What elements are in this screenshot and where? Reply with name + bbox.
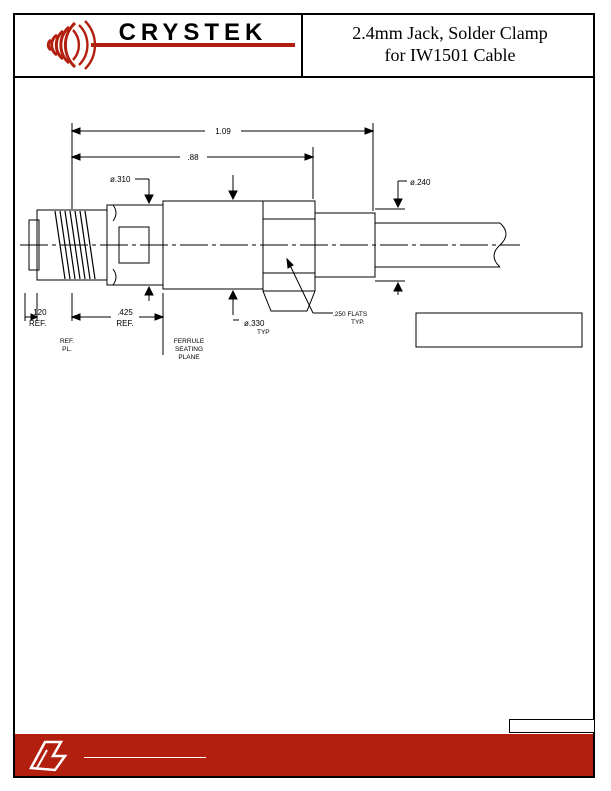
page-title: 2.4mm Jack, Solder Clamp for IW1501 Cabl…	[310, 22, 590, 66]
ref-pl-2: PL.	[62, 346, 72, 353]
ferrule-3: PLANE	[178, 354, 200, 361]
brand-name: CRYSTEK	[119, 19, 268, 46]
footer-rule	[84, 757, 206, 758]
groove-notches	[112, 204, 117, 286]
crystek-logo: CRYSTEK	[46, 19, 295, 70]
dim-120-note: REF.	[29, 319, 46, 328]
dim-425-note: REF.	[116, 319, 133, 328]
dim-body: .88	[187, 153, 199, 162]
ferrule-1: FERRULE	[174, 338, 205, 345]
footer-bar	[15, 734, 593, 776]
coupling-face	[28, 219, 40, 271]
thread-lines	[54, 210, 96, 280]
ref-pl-1: REF.	[60, 338, 74, 345]
hex-nut	[262, 200, 316, 312]
ferrule-2: SEATING	[175, 346, 203, 353]
dim-overall: 1.09	[215, 127, 231, 136]
dia-330: ø.330	[244, 319, 265, 328]
title-line-1: 2.4mm Jack, Solder Clamp	[352, 23, 548, 43]
dim-120: .120	[31, 308, 47, 317]
cable-break	[493, 222, 507, 268]
flats-label: .250 FLATS	[333, 311, 368, 318]
logo-box: CRYSTEK	[13, 13, 303, 78]
flats-note: TYP.	[351, 319, 365, 326]
dim-425: .425	[117, 308, 133, 317]
title-line-2: for IW1501 Cable	[384, 45, 516, 65]
dia-240: ø.240	[410, 178, 431, 187]
page-frame	[13, 13, 595, 778]
solder-clamp	[314, 212, 376, 278]
inner-bore	[118, 226, 150, 264]
note-box	[415, 312, 583, 348]
connector-drawing: 1.09 .88 ø.310 ø.240 ø.330 TYP .120 REF.…	[20, 123, 583, 361]
dia-330-note: TYP	[257, 329, 270, 336]
dia-310: ø.310	[110, 175, 131, 184]
header-divider	[13, 76, 595, 78]
logo-bar	[91, 43, 295, 47]
crystek-mark-icon	[28, 740, 68, 772]
revision-box	[509, 719, 595, 733]
